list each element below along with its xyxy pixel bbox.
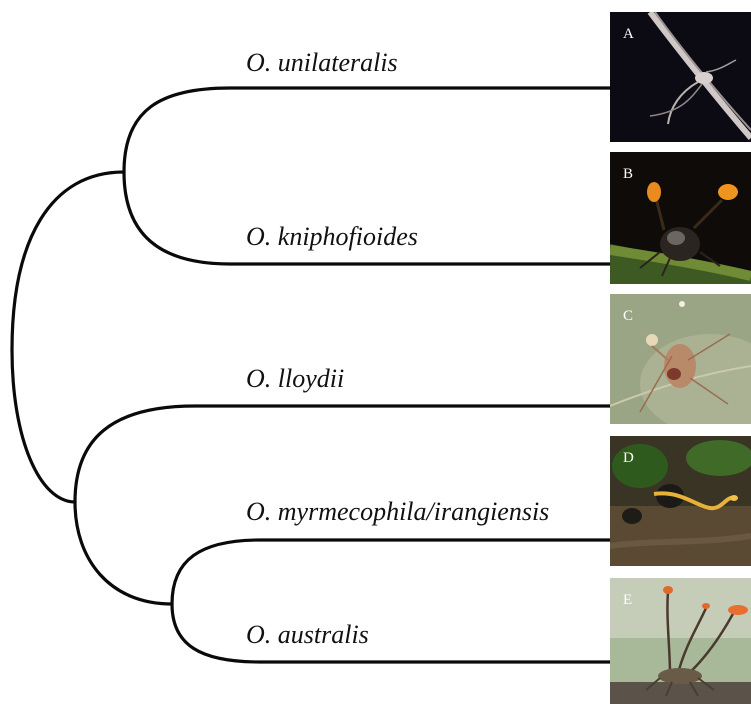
- panel-letter-d: D: [623, 450, 634, 467]
- taxon-label-kniphofioides: O. kniphofioides: [246, 224, 418, 250]
- taxon-label-australis: O. australis: [246, 622, 369, 648]
- panel-letter-c: C: [623, 308, 633, 325]
- branch-australis: [172, 604, 612, 662]
- panel-letter-e: E: [623, 592, 632, 609]
- photo-panel-e: E: [610, 578, 751, 704]
- branch-node3: [75, 502, 172, 604]
- photo-panel-d: D: [610, 436, 751, 566]
- photo-panel-b: B: [610, 152, 751, 284]
- photo-panel-a: A: [610, 12, 751, 142]
- taxon-label-lloydii: O. lloydii: [246, 366, 344, 392]
- branch-lloydii: [75, 406, 612, 502]
- branch-root-upper: [12, 172, 124, 350]
- taxon-label-unilateralis: O. unilateralis: [246, 50, 398, 76]
- panel-letter-b: B: [623, 166, 633, 183]
- branch-unilateralis: [124, 88, 612, 172]
- branch-myrmecophila: [172, 540, 612, 604]
- taxon-label-myrmecophila-irangiensis: O. myrmecophila/irangiensis: [246, 499, 549, 525]
- branch-root-lower: [12, 350, 75, 502]
- panel-letter-a: A: [623, 26, 634, 43]
- photo-panel-c: C: [610, 294, 751, 424]
